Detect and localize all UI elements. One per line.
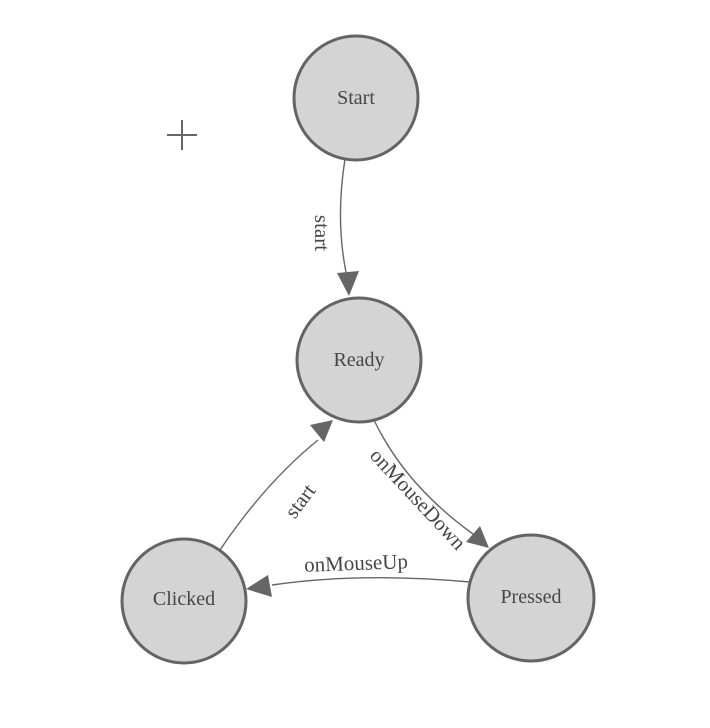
- state-node-pressed[interactable]: Pressed: [466, 533, 596, 663]
- edge-label-start: start: [310, 215, 334, 251]
- state-circle-pressed[interactable]: [466, 533, 596, 663]
- state-label-ready: Ready: [333, 349, 384, 371]
- edge-line-pressed-to-clicked[interactable]: [271, 576, 471, 586]
- arrowhead-icon: [466, 526, 489, 548]
- crosshair-cursor: [167, 120, 197, 150]
- edge-label-onmouseup: onMouseUp: [304, 549, 409, 577]
- edge-label-start-2: start: [280, 479, 321, 522]
- state-label-pressed: Pressed: [500, 586, 561, 608]
- arrowhead-icon: [310, 420, 333, 442]
- state-label-clicked: Clicked: [153, 588, 215, 610]
- arrowhead-icon: [246, 575, 272, 597]
- edge-line-start-to-ready[interactable]: [339, 158, 348, 278]
- arrowhead-icon: [337, 271, 359, 296]
- state-circle-clicked[interactable]: [120, 537, 248, 665]
- state-circle-start[interactable]: [292, 34, 420, 162]
- state-node-start[interactable]: Start: [292, 34, 420, 162]
- edge-label-onmousedown: onMouseDown: [365, 443, 471, 554]
- state-node-clicked[interactable]: Clicked: [120, 537, 248, 665]
- edge-start-to-ready[interactable]: start: [310, 158, 359, 296]
- state-node-ready[interactable]: Ready: [295, 296, 423, 424]
- edge-clicked-to-ready[interactable]: start: [219, 420, 333, 551]
- edge-line-ready-to-pressed[interactable]: [373, 419, 474, 535]
- state-label-start: Start: [337, 87, 375, 109]
- edge-line-clicked-to-ready[interactable]: [219, 439, 319, 551]
- state-circle-ready[interactable]: [295, 296, 423, 424]
- edge-ready-to-pressed[interactable]: onMouseDown: [365, 419, 489, 555]
- edge-pressed-to-clicked[interactable]: onMouseUp: [246, 549, 471, 597]
